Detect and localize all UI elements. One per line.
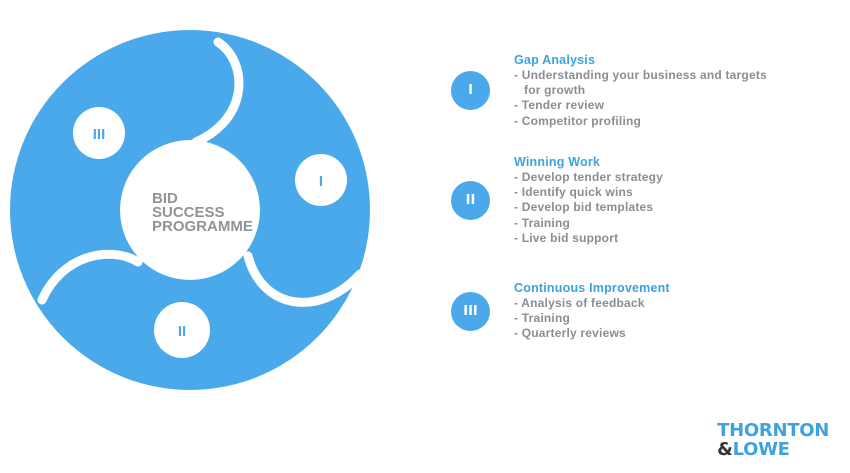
segment-label-2: II xyxy=(178,323,186,340)
list-item: for growth xyxy=(524,83,586,98)
bid-success-cycle-diagram: I II III BID SUCCESS PROGRAMME xyxy=(10,30,370,390)
list-item: - Develop bid templates xyxy=(514,200,654,215)
step-badge-1: I xyxy=(451,71,490,110)
list-item: - Analysis of feedback xyxy=(514,296,645,310)
logo-line-1: THORNTON xyxy=(717,420,829,441)
list-item: - Understanding your business and target… xyxy=(514,68,767,82)
segment-label-1: I xyxy=(319,173,323,190)
step-title: Continuous Improvement xyxy=(514,281,670,295)
step-badge-3: III xyxy=(451,292,490,331)
list-item: - Live bid support xyxy=(514,230,619,245)
step-item-list: - Understanding your business and target… xyxy=(514,68,814,129)
segment-marker-3: III xyxy=(73,107,125,159)
list-item: - Training xyxy=(514,311,570,326)
list-item: - Competitor profiling xyxy=(514,113,642,128)
center-title-line-2: SUCCESS xyxy=(152,204,225,221)
step-section-winning-work: Winning Work - Develop tender strategy -… xyxy=(514,155,814,246)
list-item: - Training xyxy=(514,215,570,230)
list-item: - Tender review xyxy=(514,98,605,113)
logo-line-2: LOWE xyxy=(732,439,790,460)
list-item: - Develop tender strategy xyxy=(514,170,664,184)
segment-label-3: III xyxy=(93,126,106,143)
step-badge-2: II xyxy=(451,181,490,220)
step-title: Winning Work xyxy=(514,155,601,169)
step-item-list: - Develop tender strategy - Identify qui… xyxy=(514,170,814,246)
step-section-gap-analysis: Gap Analysis - Understanding your busine… xyxy=(514,53,814,129)
step-title: Gap Analysis xyxy=(514,53,596,67)
segment-marker-1: I xyxy=(295,154,347,206)
step-item-list: - Analysis of feedback - Training - Quar… xyxy=(514,296,814,342)
center-title: BID SUCCESS PROGRAMME xyxy=(152,190,253,235)
center-title-line-1: BID xyxy=(152,190,178,207)
list-item: - Identify quick wins xyxy=(514,185,633,200)
segment-marker-2: II xyxy=(154,302,210,358)
logo-ampersand: & xyxy=(717,439,733,460)
list-item: - Quarterly reviews xyxy=(514,326,626,341)
center-title-line-3: PROGRAMME xyxy=(152,218,253,235)
step-section-continuous-improvement: Continuous Improvement - Analysis of fee… xyxy=(514,281,814,342)
company-logo: THORNTON &LOWE xyxy=(717,421,829,459)
